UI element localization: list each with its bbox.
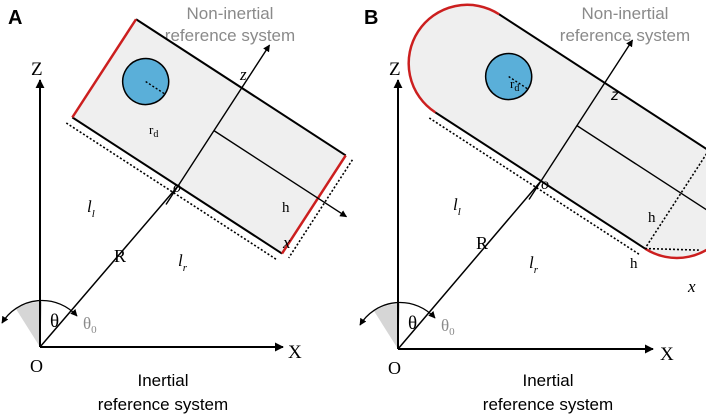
- theta-arc: [1, 299, 78, 324]
- theta-label: θ: [50, 311, 59, 332]
- length-right-label: lr: [178, 251, 188, 274]
- axis-label-x: X: [288, 342, 302, 363]
- droplet: [484, 52, 533, 101]
- length-left-label: ll: [453, 195, 461, 218]
- local-z-label: z: [239, 65, 247, 84]
- local-z-axis: [165, 44, 271, 205]
- height-dotted-line: [288, 159, 354, 259]
- left-cap-wall: [407, 3, 500, 114]
- inertial-subtitle: reference system: [483, 395, 613, 414]
- local-x-label: x: [687, 277, 696, 296]
- local-origin-label: o: [173, 179, 181, 196]
- cap-radius-dotted-line: [644, 247, 699, 251]
- right-cap-wall: [644, 149, 706, 260]
- origin-label: O: [30, 356, 43, 376]
- radius-line: [397, 180, 542, 350]
- container-top-wall: [135, 18, 347, 157]
- inertial-title: Inertial: [522, 371, 573, 390]
- left-wall: [71, 18, 138, 119]
- container-a: [65, 18, 354, 261]
- axis-label-x: X: [660, 344, 674, 365]
- length-right-label: lr: [529, 253, 539, 276]
- non-inertial-title: Non-inertial: [187, 4, 274, 23]
- height-label-2: h: [630, 256, 638, 272]
- container-b: [407, 3, 706, 260]
- origin-label: O: [388, 358, 401, 378]
- theta-wedge: [374, 303, 400, 349]
- theta0-label: θ0: [83, 314, 97, 336]
- theta-arc: [359, 301, 436, 326]
- container-bottom-wall: [434, 111, 646, 250]
- container-bottom-wall: [71, 116, 283, 255]
- panel-a: A Non-inertial reference system Z X O θ …: [1, 4, 354, 414]
- axis-label-z: Z: [31, 59, 43, 80]
- inertial-subtitle: reference system: [98, 395, 228, 414]
- local-origin-label: o: [541, 176, 549, 193]
- droplet-label: rd: [149, 122, 158, 140]
- panel-letter: A: [8, 7, 22, 29]
- theta-wedge: [16, 301, 42, 347]
- panel-b: B Non-inertial reference system Z X O θ …: [359, 3, 706, 414]
- local-x-label: x: [282, 233, 291, 252]
- length-left-label: ll: [87, 197, 95, 220]
- height-label-1: h: [648, 210, 656, 226]
- local-z-axis: [528, 39, 634, 200]
- non-inertial-title: Non-inertial: [582, 4, 669, 23]
- radius-label: R: [476, 233, 488, 253]
- axis-label-z: Z: [389, 59, 401, 80]
- non-inertial-subtitle: reference system: [165, 26, 295, 45]
- container-top-wall: [498, 13, 706, 152]
- cap-dotted-line: [644, 149, 706, 249]
- theta0-label: θ0: [441, 316, 455, 338]
- local-x-axis: [213, 130, 348, 218]
- local-x-axis: [576, 125, 706, 236]
- non-inertial-subtitle: reference system: [560, 26, 690, 45]
- theta-label: θ: [408, 313, 417, 334]
- inertial-title: Inertial: [137, 371, 188, 390]
- right-wall: [280, 154, 347, 255]
- panel-letter: B: [364, 7, 378, 29]
- radius-label: R: [114, 246, 126, 266]
- height-label: h: [282, 200, 290, 216]
- radius-line: [39, 185, 179, 348]
- droplet-label: rd: [510, 76, 519, 94]
- local-z-label: z: [610, 87, 619, 104]
